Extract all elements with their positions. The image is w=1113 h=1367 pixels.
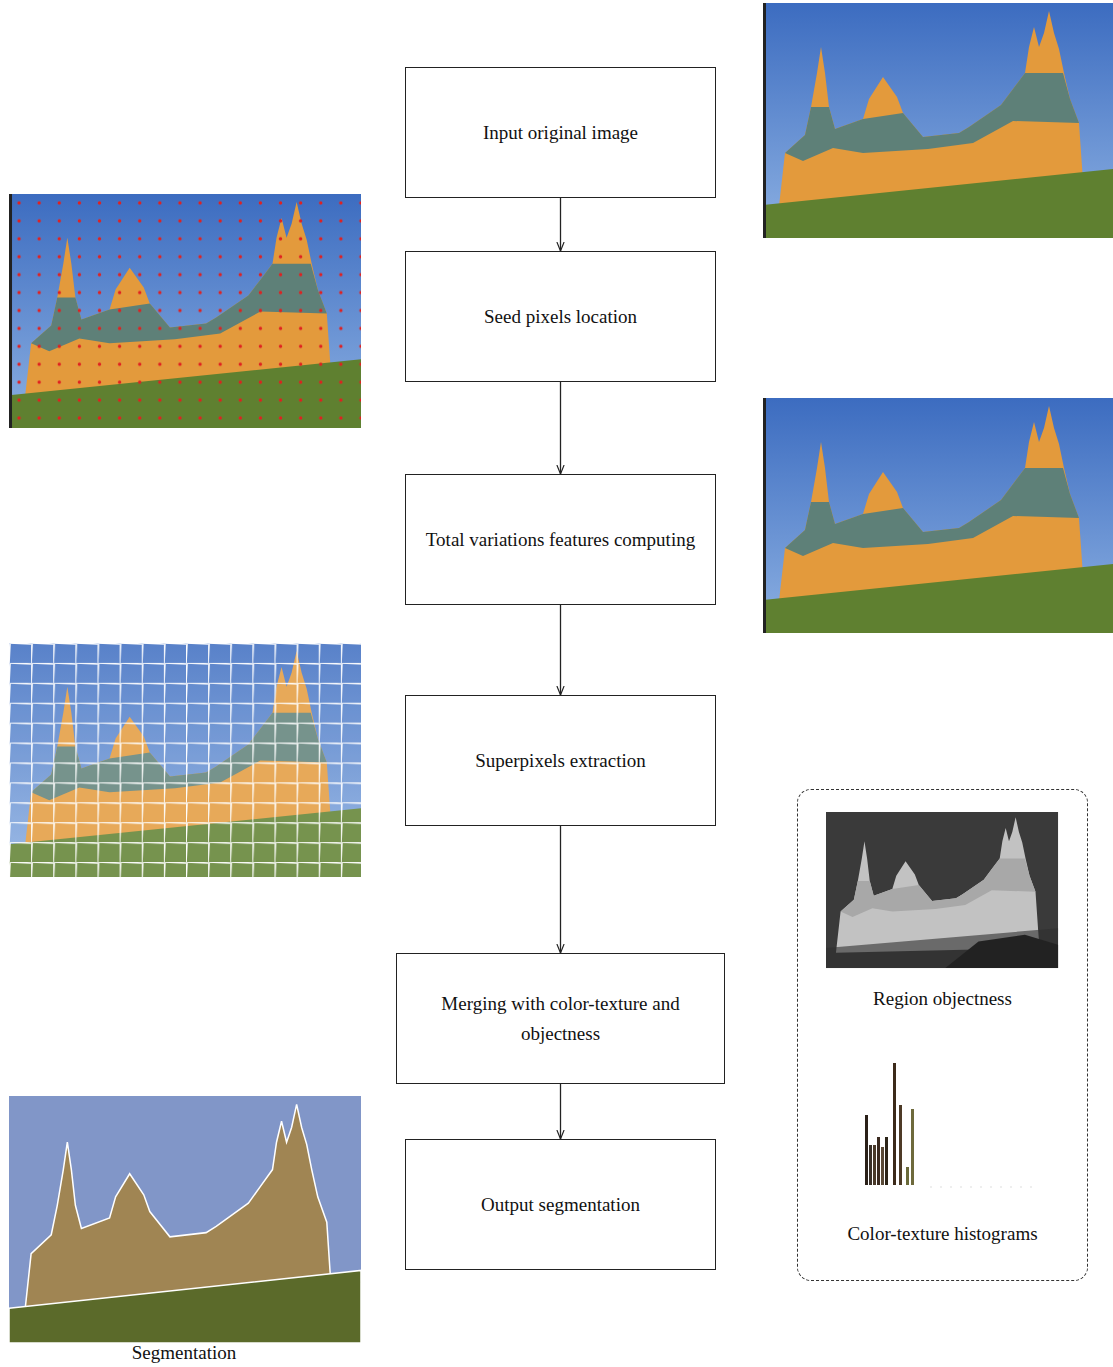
process-box: Input original image: [405, 67, 716, 198]
step-label: Input original image: [477, 118, 644, 147]
flow-arrow: [560, 198, 561, 251]
step-label: Output segmentation: [475, 1190, 646, 1219]
image-caption: Segmentation: [64, 1342, 304, 1364]
legend-group-box: Region objectnessColor-texture histogram…: [797, 789, 1088, 1281]
flow-arrow: [560, 605, 561, 695]
flow-arrow: [560, 826, 561, 953]
caption-text: Region objectness: [798, 984, 1087, 1013]
step-label: Seed pixels location: [478, 302, 643, 331]
process-box: Merging with color-texture and objectnes…: [396, 953, 725, 1084]
process-box: Superpixels extraction: [405, 695, 716, 826]
step-label: Superpixels extraction: [469, 746, 651, 775]
flow-arrow: [560, 382, 561, 474]
step-label: Total variations features computing: [420, 525, 701, 554]
process-box: Output segmentation: [405, 1139, 716, 1270]
step-label: Merging with color-texture and objectnes…: [397, 989, 724, 1048]
process-box: Seed pixels location: [405, 251, 716, 382]
caption-text: Color-texture histograms: [798, 1219, 1087, 1248]
flow-arrow: [560, 1084, 561, 1139]
process-box: Total variations features computing: [405, 474, 716, 605]
